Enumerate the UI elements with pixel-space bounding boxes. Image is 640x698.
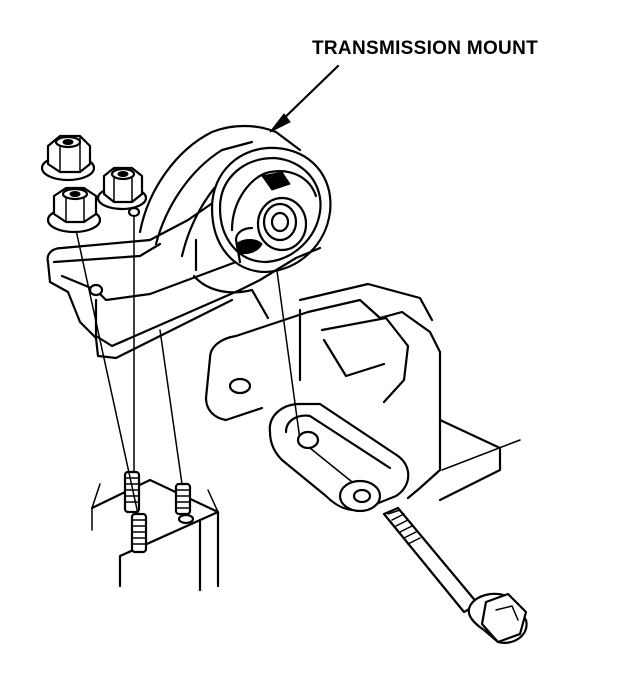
- frame-pad: [90, 478, 220, 592]
- alignment-lines: [75, 213, 373, 515]
- flange-nut-middle: [96, 166, 148, 211]
- callout-leader-arrow: [269, 64, 340, 133]
- transmission-mount-label: TRANSMISSION MOUNT: [312, 38, 539, 59]
- transmission-mount: [46, 124, 332, 360]
- flange-nut-bottom: [46, 186, 102, 234]
- flange-nut-top: [40, 134, 96, 182]
- through-bolt: [382, 506, 528, 644]
- washer: [338, 479, 382, 513]
- mounting-bracket: [204, 282, 521, 512]
- stud-right: [174, 482, 192, 516]
- stud-left-front: [130, 512, 148, 554]
